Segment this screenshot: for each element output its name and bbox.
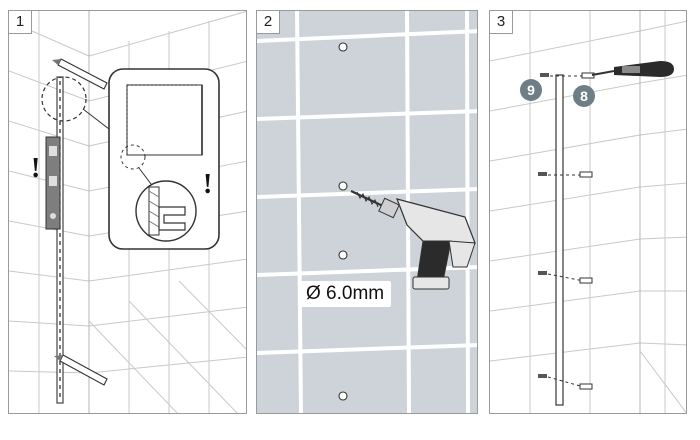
wall-profile [555,74,564,406]
magnifier-inset-icon [108,68,220,250]
wall-plug-icon [579,72,595,390]
step-3-panel: 3 [489,10,687,414]
part-number-badge-screw: 9 [520,79,542,101]
step-number: 1 [9,11,32,34]
screw-guide-lines [547,75,586,388]
step-1-panel: 1 [8,10,247,414]
part-number-badge-plug: 8 [573,85,595,107]
detail-callout-circle [41,76,87,122]
pencil-icon [54,354,108,386]
warning-mark: ! [31,153,41,184]
step-2-panel: 2 Ø 6.0mm [256,10,478,414]
step-number: 3 [490,11,513,34]
screw-icon [538,73,549,378]
wall-tiles [490,11,686,413]
screwdriver-icon [591,61,674,77]
spirit-level-icon [45,136,61,230]
step-2-illustration [257,11,477,413]
warning-mark-inset: ! [203,169,213,200]
step-1-illustration [9,11,246,413]
drill-icon [350,190,476,290]
drill-hole-marker-icon [338,42,348,401]
pencil-icon [52,58,108,90]
tile-grout-lines [257,11,477,413]
step-3-illustration [490,11,686,413]
step-number: 2 [257,11,280,34]
drill-diameter-label: Ø 6.0mm [299,281,392,307]
